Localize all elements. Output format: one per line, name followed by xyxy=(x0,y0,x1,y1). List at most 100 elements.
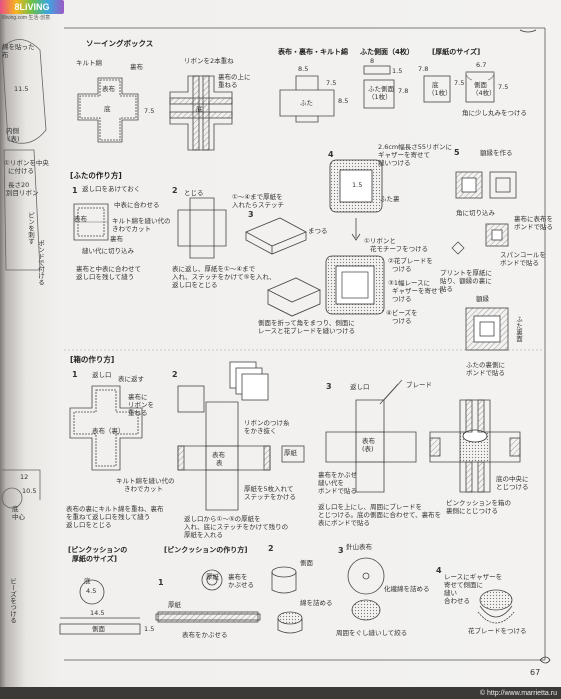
label: 入れ、底にステッチをかけて残りの xyxy=(184,523,289,531)
margin-text: ①リボンを中央 xyxy=(4,159,49,167)
label: ふた裏面 xyxy=(514,316,523,342)
label: ①リボンと xyxy=(364,237,396,245)
margin-text: 別目リボン xyxy=(6,189,39,197)
label: プリントを厚紙に xyxy=(440,269,492,277)
page-number: 67 xyxy=(530,668,541,677)
step-number: 3 xyxy=(338,546,344,555)
label: 底 xyxy=(432,81,439,89)
label: 表 xyxy=(216,459,223,467)
label: ふた裏 xyxy=(380,195,400,203)
label: 厚紙を5枚入れて xyxy=(244,485,294,493)
section-title: ソーイングボックス xyxy=(86,39,154,48)
label: キルト綿 xyxy=(76,59,102,67)
margin-text: 内側 xyxy=(6,127,19,135)
step-number: 2 xyxy=(172,186,178,195)
label: 重ねる xyxy=(218,81,238,89)
dimension: 14.5 xyxy=(90,609,105,617)
dimension: 1.5 xyxy=(392,67,403,75)
watermark-url: 8living.com 生活·创意 xyxy=(2,15,51,21)
label: 底 xyxy=(196,105,203,113)
label: 中表に合わせる xyxy=(114,201,160,209)
label: リボンのつけ糸 xyxy=(244,419,290,427)
margin-text: ビーズをつける xyxy=(8,578,17,624)
label: 表布をかぶせる xyxy=(182,631,228,639)
label: （1枚） xyxy=(428,89,452,97)
label: きわでカット xyxy=(124,485,163,493)
heading: 表布・裏布・キルト綿 xyxy=(278,48,348,56)
step-number: 1 xyxy=(72,186,78,195)
label: ③1幅レースに xyxy=(388,279,431,287)
margin-text: (表) xyxy=(8,135,20,143)
label: 合わせる xyxy=(444,597,470,605)
label: とじつける xyxy=(496,483,529,491)
label: 返し口を残して縫う xyxy=(76,273,135,281)
label: ステッチをかける xyxy=(244,493,296,501)
label: まつる xyxy=(308,227,328,235)
dimension: 7.8 xyxy=(398,87,409,95)
label: きわでカット xyxy=(112,225,151,233)
label: ボンドで貼る xyxy=(514,223,553,231)
label: 裏布 xyxy=(130,63,143,71)
label: 返し口をあけておく xyxy=(82,185,141,193)
label: 表布の裏にキルト綿を重ね、裏布 xyxy=(66,505,164,513)
margin-text: 11.5 xyxy=(14,85,29,93)
dimension: 7.8 xyxy=(418,65,429,73)
label: 重ねる xyxy=(128,409,148,417)
label: 2.6cm幅長さ55リボンに xyxy=(378,143,453,151)
label: 厚紙 xyxy=(284,449,297,457)
label: ①〜④まで厚紙を xyxy=(232,193,283,201)
label: 表に返し、厚紙を①〜④まで xyxy=(172,265,256,273)
label: 底 xyxy=(104,105,111,113)
label: スパンコールを xyxy=(500,251,546,259)
label: 裏布を xyxy=(228,573,248,581)
label: 表布 xyxy=(362,437,375,445)
label: 入れ、ステッチをかけて⑤を入れ、 xyxy=(172,273,276,281)
label: 表布 xyxy=(74,215,87,223)
margin-text: 布 xyxy=(2,51,9,59)
label: (表) xyxy=(362,445,374,453)
label: 返し口 xyxy=(92,371,112,379)
dimension: 7.5 xyxy=(498,83,509,91)
label: つける xyxy=(392,265,412,273)
label: 綿を詰める xyxy=(300,599,333,607)
dimension: 7.5 xyxy=(454,79,465,87)
label: 表にボンドで貼る xyxy=(318,519,370,527)
margin-text: 長さ20 xyxy=(8,181,30,189)
label: 針山表布 xyxy=(346,543,372,551)
section-title: [ふたの作り方] xyxy=(70,171,122,180)
label: 表布 xyxy=(102,85,115,93)
step-number: 4 xyxy=(436,566,442,575)
label: 底の中央に xyxy=(496,475,529,483)
label: 返し口 xyxy=(350,383,370,391)
label: ふたの裏側に xyxy=(466,361,505,369)
label: つける xyxy=(392,295,412,303)
label: 返し口を上にし、周囲にブレードを xyxy=(318,503,422,511)
dimension: 8.5 xyxy=(338,97,349,105)
label: ②花ブレードを xyxy=(388,257,433,265)
step-number: 2 xyxy=(172,370,178,379)
section-title: [箱の作り方] xyxy=(70,355,115,364)
label: 裏布に表布を xyxy=(514,215,553,223)
label: 返し口をとじる xyxy=(66,521,112,529)
step-number: 4 xyxy=(328,150,334,159)
dimension: 7.5 xyxy=(326,79,337,87)
label: レースと花ブレードを縫いつける xyxy=(258,327,356,335)
margin-text: に付ける xyxy=(8,167,34,175)
label: キルト綿を縫い代の xyxy=(112,217,171,225)
dimension: 1.5 xyxy=(352,181,363,189)
label: ④ビーズを xyxy=(386,309,418,317)
label: （1枚） xyxy=(368,93,392,101)
margin-text: ピンを刺す xyxy=(26,212,35,245)
label: 表布（裏） xyxy=(92,427,125,435)
label: リボンを2本重ね xyxy=(184,57,234,65)
label: 化繊綿を詰める xyxy=(384,585,430,593)
label: 裏布 xyxy=(110,235,123,243)
label: 側面 xyxy=(92,625,105,633)
label: キルト綿を縫い代の xyxy=(116,477,175,485)
label: 角に切り込み xyxy=(456,209,495,217)
margin-text: 綿を貼った xyxy=(2,43,35,51)
step-number: 3 xyxy=(326,382,332,391)
label: 表布 xyxy=(212,451,225,459)
label: 裏布と中表に合わせて xyxy=(76,265,141,273)
